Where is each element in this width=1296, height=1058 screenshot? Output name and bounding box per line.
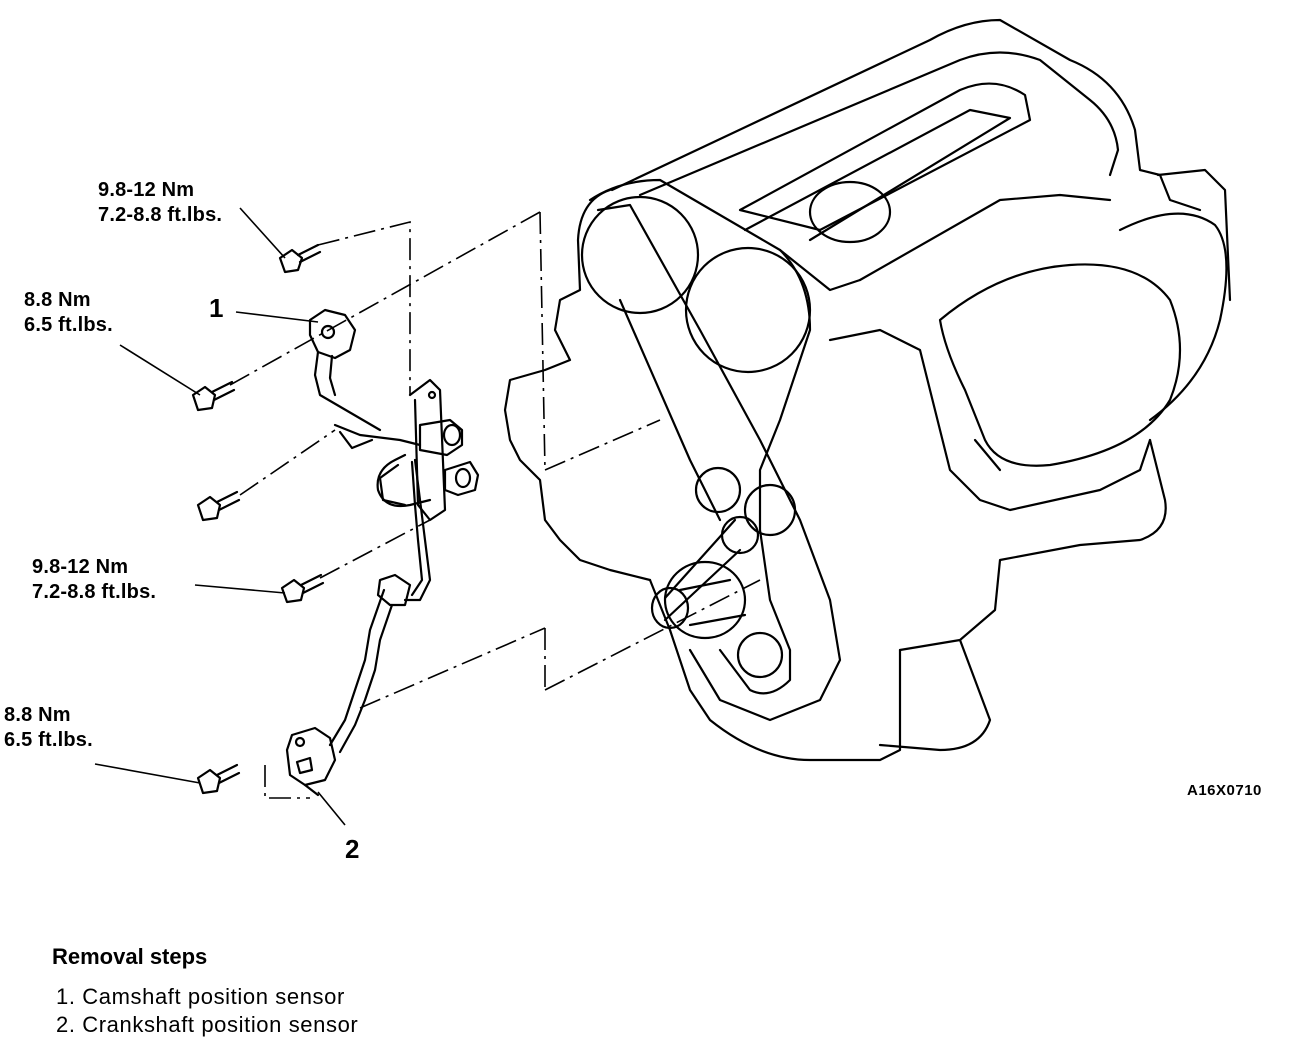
torque-ftlbs: 6.5 ft.lbs.: [4, 729, 93, 751]
part-callout-2: 2: [345, 834, 360, 864]
torque-ftlbs: 7.2-8.8 ft.lbs.: [98, 204, 223, 226]
torque-nm: 8.8 Nm: [24, 289, 91, 311]
part-callout-1: 1: [209, 293, 224, 323]
torque-label-top: 9.8-12 Nm 7.2-8.8 ft.lbs.: [98, 178, 222, 228]
torque-nm: 8.8 Nm: [4, 704, 71, 726]
torque-label-upper-left: 8.8 Nm 6.5 ft.lbs.: [24, 288, 113, 338]
bolts: [191, 243, 325, 795]
torque-ftlbs: 6.5 ft.lbs.: [24, 314, 113, 336]
torque-nm: 9.8-12 Nm: [98, 179, 195, 201]
torque-ftlbs: 7.2-8.8 ft.lbs.: [32, 581, 157, 603]
removal-steps-title: Removal steps: [52, 944, 208, 969]
removal-steps-list: 1. Camshaft position sensor 2. Crankshaf…: [56, 983, 358, 1039]
figure-code: A16X0710: [1187, 782, 1262, 799]
list-item: 2. Crankshaft position sensor: [56, 1012, 359, 1037]
torque-nm: 9.8-12 Nm: [32, 556, 129, 578]
list-item: 1. Camshaft position sensor: [56, 984, 345, 1009]
assembly-lines: [229, 211, 761, 799]
engine-block: [503, 18, 1232, 762]
leader-lines: [94, 207, 346, 826]
torque-label-lower-left: 8.8 Nm 6.5 ft.lbs.: [4, 703, 93, 753]
sensor-harness: [285, 308, 480, 797]
torque-label-middle: 9.8-12 Nm 7.2-8.8 ft.lbs.: [32, 555, 156, 605]
